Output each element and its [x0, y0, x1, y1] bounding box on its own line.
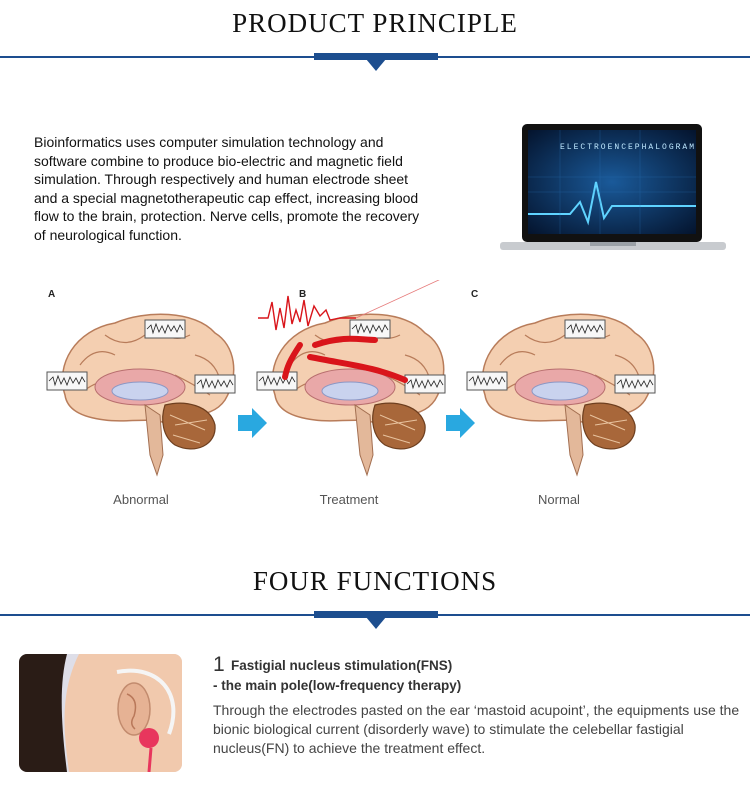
- caption-normal: Normal: [538, 492, 580, 507]
- panel-letter-c: C: [471, 289, 479, 300]
- arrow-right-icon: [446, 408, 475, 438]
- brain-treatment-diagram: [46, 280, 656, 476]
- four-functions-title: FOUR FUNCTIONS: [252, 566, 498, 596]
- ear-electrode-photo: [19, 654, 182, 772]
- panel-letter-a: A: [48, 289, 56, 300]
- header-rule-accent: [314, 53, 438, 60]
- laptop-illustration: [500, 124, 726, 250]
- stimulation-waveform: [258, 295, 356, 331]
- product-principle-title: PRODUCT PRINCIPLE: [232, 8, 518, 38]
- brain-normal: [466, 313, 656, 476]
- function-title: Fastigial nucleus stimulation(FNS): [231, 658, 453, 673]
- principle-intro-text: Bioinformatics uses computer simulation …: [34, 134, 420, 243]
- brain-treatment: [256, 313, 446, 476]
- function-number: 1: [213, 653, 225, 676]
- function-description: Through the electrodes pasted on the ear…: [213, 702, 740, 756]
- arrow-right-icon: [238, 408, 267, 438]
- signal-line: [355, 280, 440, 319]
- caption-treatment: Treatment: [319, 492, 379, 507]
- function-subtitle: - the main pole(low-frequency therapy): [213, 678, 462, 693]
- brain-abnormal: [46, 313, 236, 476]
- screen-label: ELECTROENCEPHALOGRAM: [560, 143, 697, 152]
- header-rule-arrow: [366, 617, 386, 629]
- header-rule-arrow: [366, 59, 386, 71]
- caption-abnormal: Abnormal: [113, 492, 169, 507]
- panel-letter-b: B: [299, 289, 307, 300]
- header-rule-accent: [314, 611, 438, 618]
